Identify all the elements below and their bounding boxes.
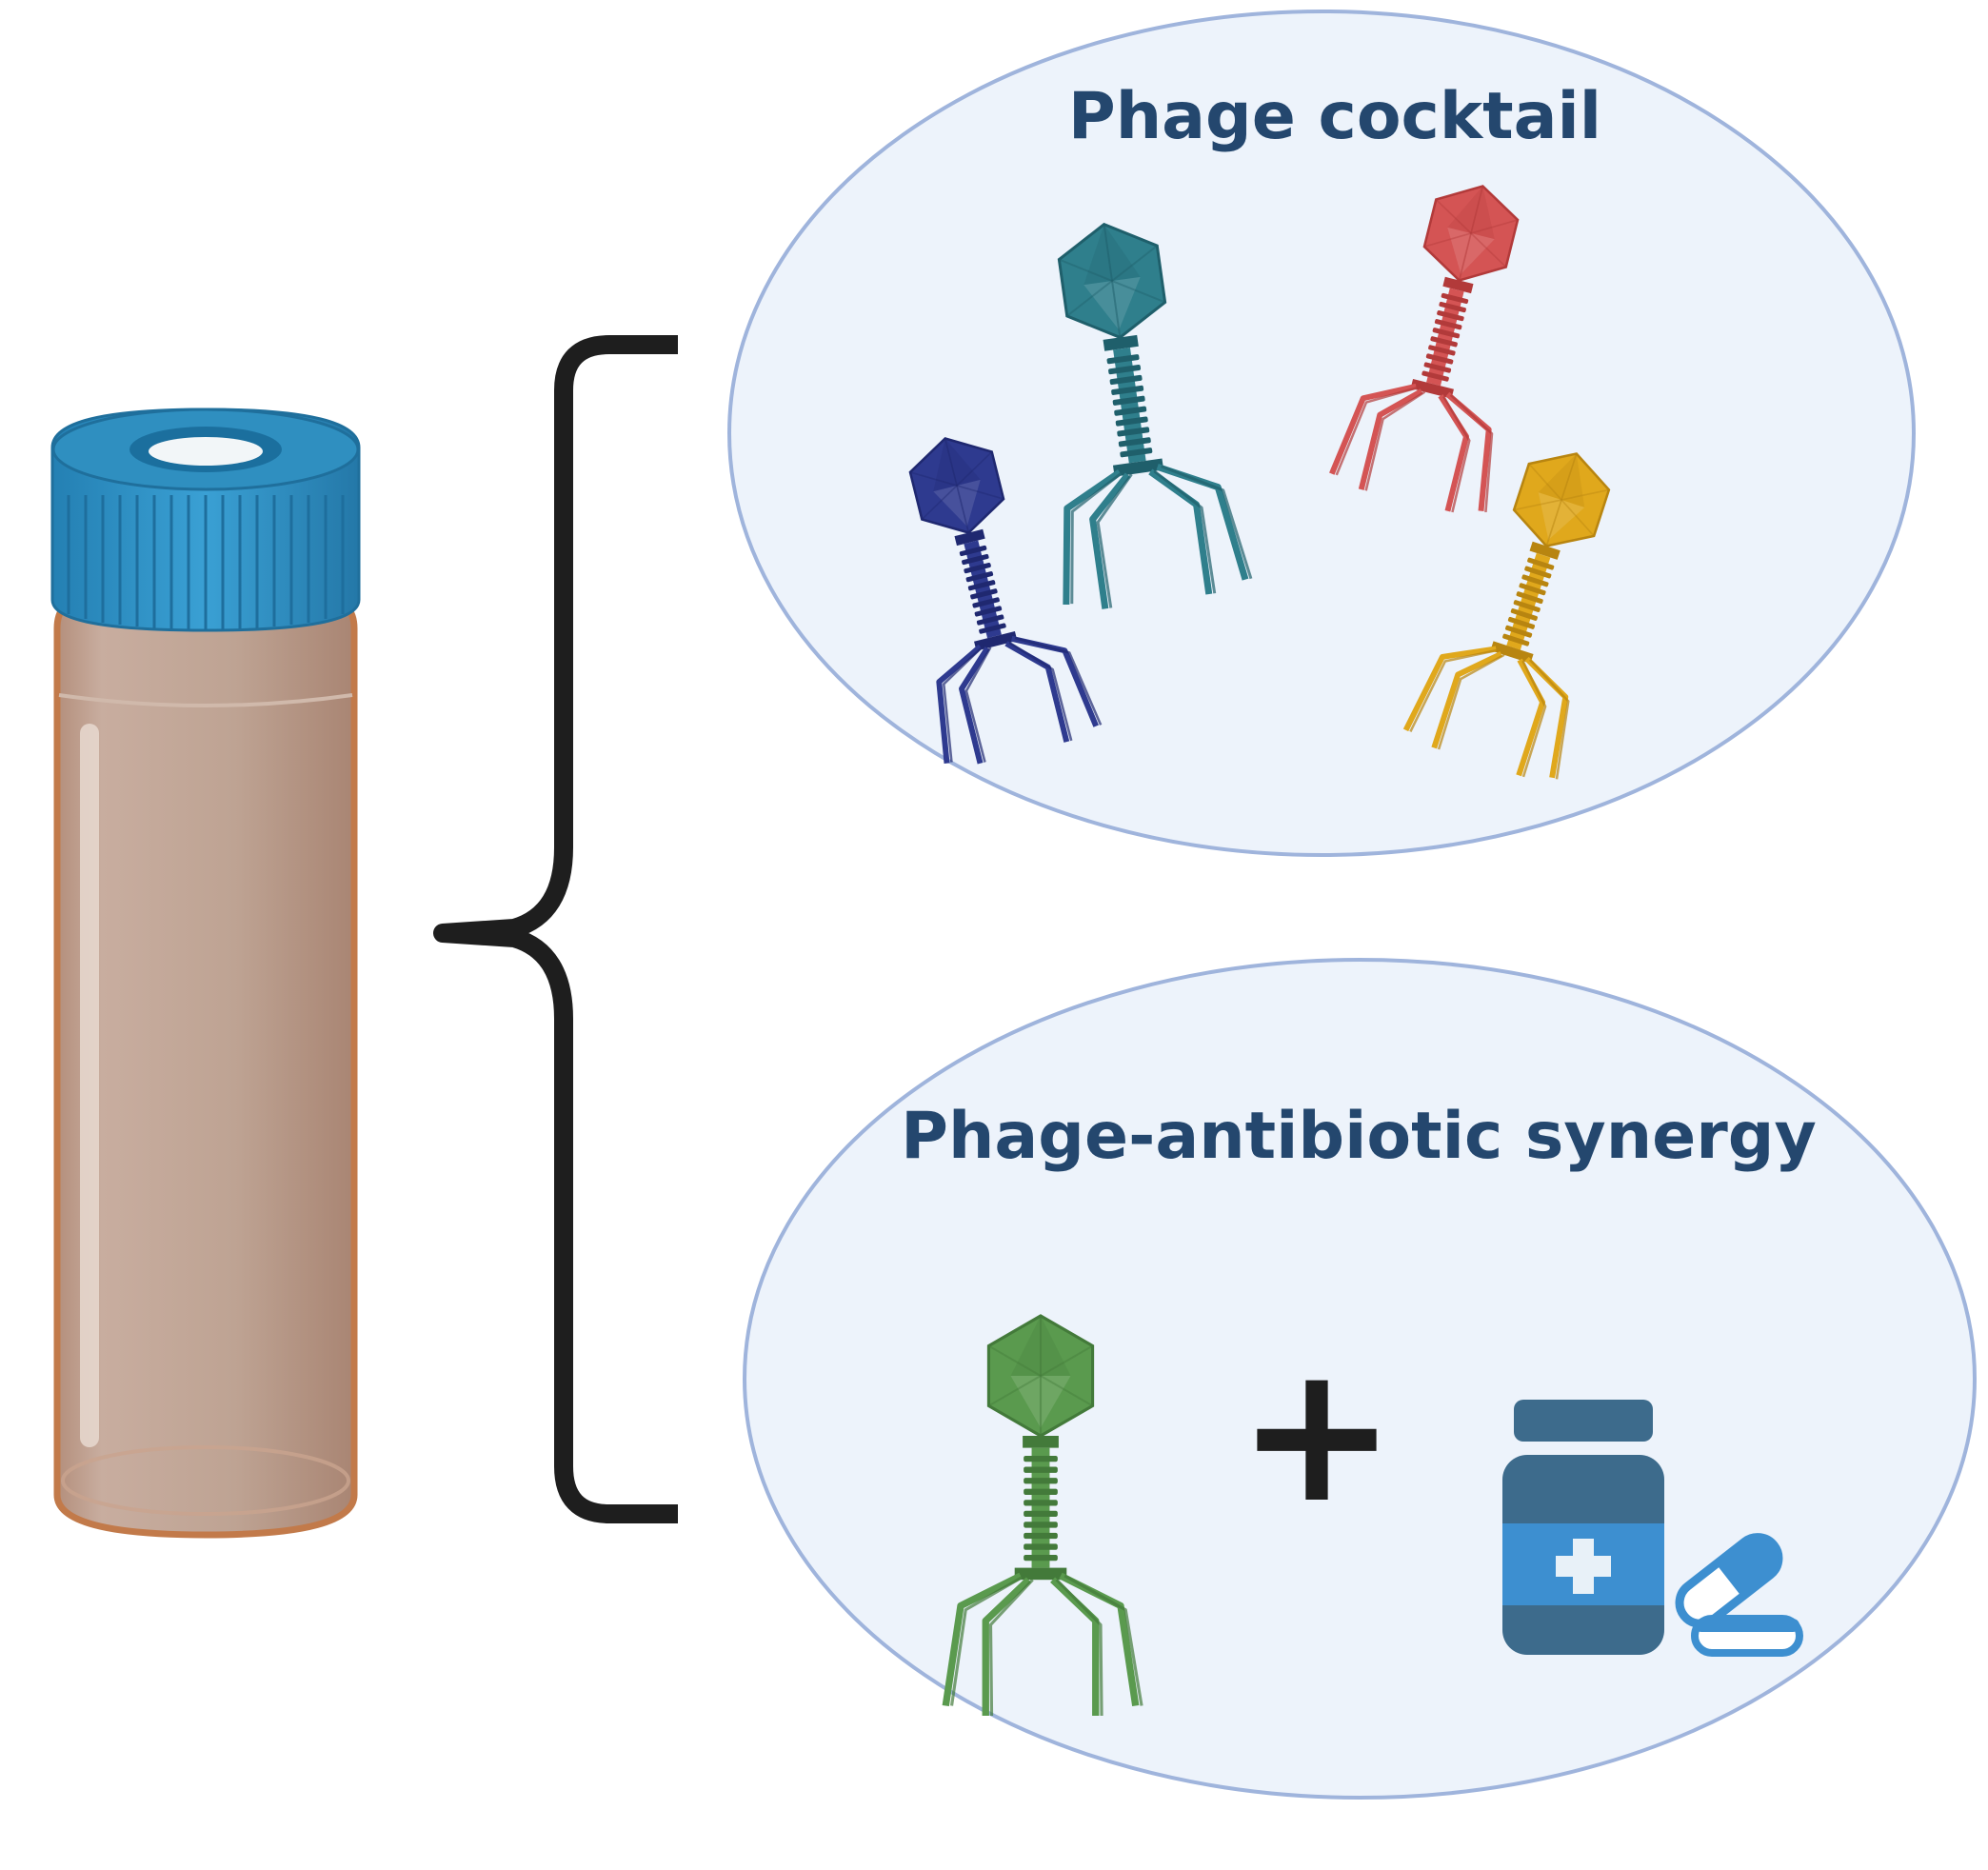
vial-bottom <box>61 1445 350 1516</box>
phage-antibiotic-synergy-panel: Phage-antibiotic synergy + <box>743 958 1977 1800</box>
phage-cocktail-group <box>908 185 1611 780</box>
red-phage-icon <box>1329 185 1520 513</box>
vial-cap-hole <box>149 437 263 466</box>
vial-neck-line <box>58 693 353 707</box>
phage-cocktail-panel: Phage cocktail <box>727 10 1916 857</box>
gold-phage-icon <box>1402 452 1611 780</box>
teal-phage-icon <box>1057 222 1253 609</box>
pill-capsules-icon <box>1675 1533 1803 1657</box>
vial <box>50 408 361 1539</box>
synergy-ellipse <box>743 958 1977 1800</box>
green-phage-icon <box>942 1314 1143 1717</box>
vial-highlight <box>80 724 99 1447</box>
vial-body <box>53 594 358 1539</box>
synergy-title: Phage-antibiotic synergy <box>901 1099 1817 1174</box>
phage-cocktail-title: Phage cocktail <box>1068 79 1601 154</box>
plus-operator: + <box>1237 1323 1397 1545</box>
synergy-phage-group <box>942 1314 1143 1717</box>
vial-cap-ridges <box>67 495 345 630</box>
antibiotic-bottle-icon <box>1502 1400 1664 1655</box>
navy-phage-icon <box>908 437 1103 765</box>
curly-bracket <box>433 335 678 1523</box>
